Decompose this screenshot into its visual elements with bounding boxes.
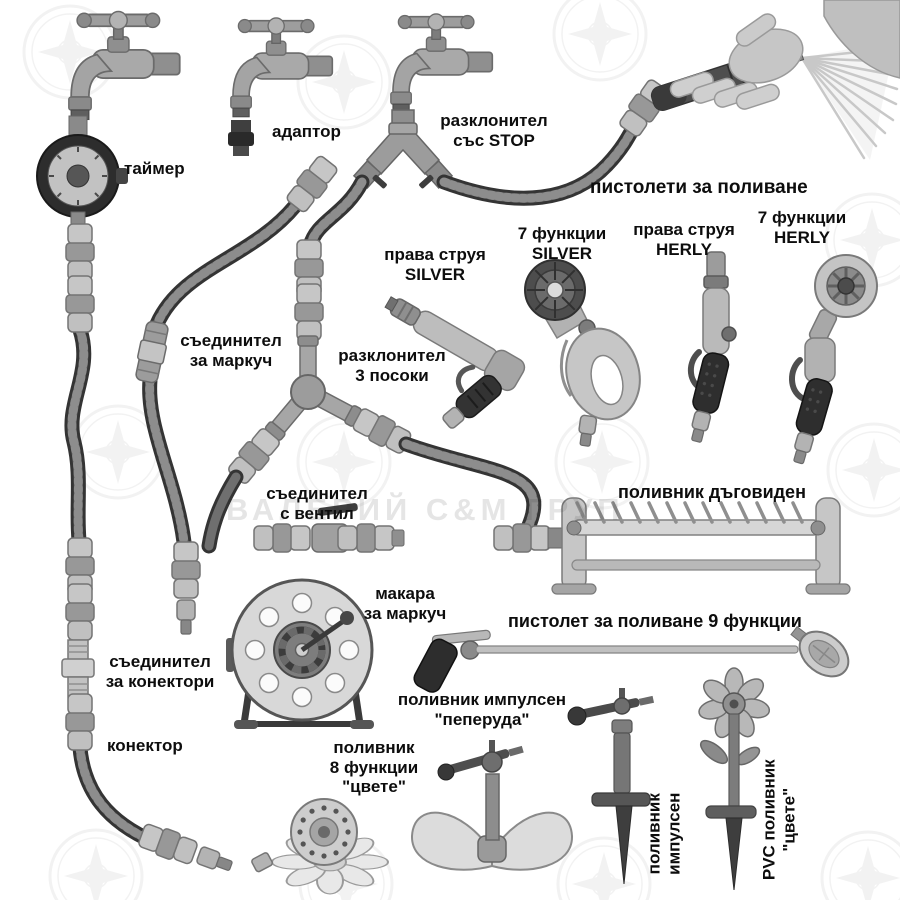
faucet-right — [389, 13, 494, 114]
label-gun-7fn-silver: 7 функции SILVER — [517, 224, 607, 263]
label-pvc-flower: PVC поливник "цвете" — [759, 759, 798, 881]
spray-gun-straight-silver — [384, 296, 526, 429]
flower-sprinkler-item — [251, 798, 389, 895]
connector-item — [65, 693, 95, 751]
butterfly-impulse-sprinkler-item — [410, 740, 574, 871]
label-gun-straight-silver: права струя SILVER — [384, 245, 486, 284]
label-stop-splitter: разклонител със STOP — [440, 111, 548, 150]
label-pistols-heading: пистолети за поливане — [590, 177, 808, 198]
label-connector: конектор — [107, 736, 183, 755]
hose-reel-item — [226, 578, 374, 729]
faucet-left — [67, 10, 181, 121]
oscillating-sprinkler-item — [493, 497, 851, 595]
label-adapter: адаптор — [272, 122, 341, 141]
spray-gun-7fn-herly — [789, 254, 878, 465]
label-impulse-spike: поливник импулсен — [644, 792, 683, 875]
timer-device — [36, 115, 128, 229]
label-impulse-butterfly: поливник импулсен "пеперуда" — [397, 690, 567, 729]
wand-sprayer-item — [413, 625, 850, 693]
faucet-middle — [229, 17, 334, 118]
tap-adapter-item — [228, 120, 254, 156]
impulse-spike-sprinkler-item — [567, 688, 655, 885]
pvc-flower-sprinkler-item — [698, 667, 771, 891]
spray-gun-7fn-silver — [524, 259, 641, 447]
label-flower-8fn: поливник 8 функции "цвете" — [329, 738, 419, 797]
hand — [669, 0, 900, 110]
label-gun-7fn-herly: 7 функции HERLY — [757, 208, 847, 247]
label-wand-9fn: пистолет за поливане 9 функции — [508, 611, 802, 631]
label-3way-splitter: разклонител 3 посоки — [338, 346, 446, 385]
hose-end-connector — [136, 820, 235, 876]
label-valve-connector: съединител с вентил — [266, 484, 368, 523]
hose-end-with-plug — [171, 541, 201, 635]
label-timer: таймер — [124, 159, 185, 178]
label-arc-sprinkler: поливник дъговиден — [618, 482, 806, 502]
hose-to-nozzle — [436, 76, 673, 206]
splitter-hose-left — [294, 174, 370, 341]
label-connector-joiner: съединител за конектори — [105, 652, 215, 691]
left-hose-chain — [64, 223, 162, 850]
label-gun-straight-herly: права струя HERLY — [633, 220, 735, 259]
label-hose-connector: съединител за маркуч — [180, 331, 282, 370]
connector-joiner-item — [61, 639, 95, 698]
valve-connector-item — [253, 503, 405, 553]
watermark-text: ВАЛЕРИЙ С&М ГРУП — [226, 492, 625, 527]
three-way-couplings — [201, 404, 415, 554]
hose-repair-connector — [135, 320, 169, 384]
spray-gun-straight-herly — [687, 251, 737, 443]
label-hose-reel: макара за маркуч — [363, 584, 447, 623]
middle-hose-chain — [142, 152, 342, 550]
three-way-splitter-item — [264, 335, 362, 441]
three-way-right-hose — [398, 436, 542, 538]
water-spray — [800, 40, 900, 160]
